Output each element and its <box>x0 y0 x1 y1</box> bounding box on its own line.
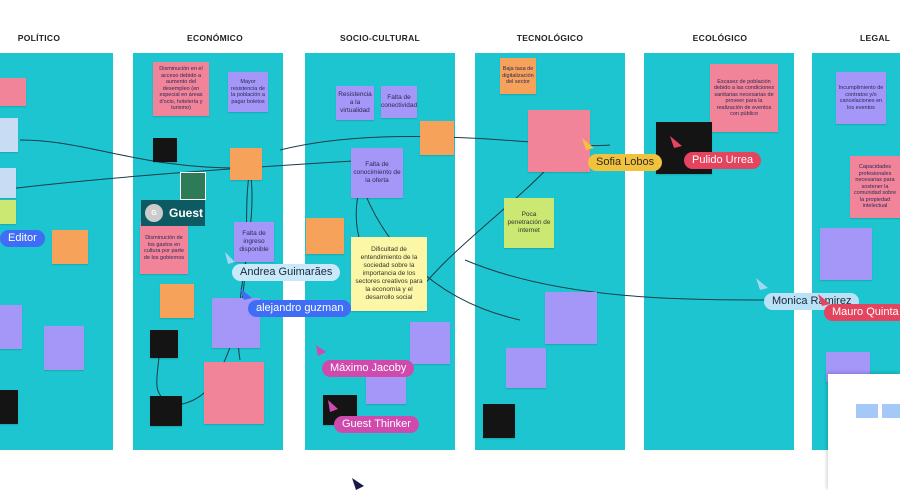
cursor-arrow-icon <box>670 136 682 148</box>
own-cursor-icon <box>352 478 364 490</box>
cursor-arrow-icon <box>582 138 594 150</box>
sticky-note[interactable]: Falta de conocimiento de la oferta <box>351 148 403 198</box>
selection-box <box>180 172 206 200</box>
guest-cursor-box[interactable]: G Guest <box>141 200 205 226</box>
sticky-note[interactable] <box>0 78 26 106</box>
cursor-label-maximo: Máximo Jacoby <box>322 360 415 377</box>
sticky-note[interactable] <box>528 110 590 172</box>
sticky-note[interactable] <box>0 168 16 198</box>
minimap-block <box>856 404 878 418</box>
column-header-politico: POLÍTICO <box>17 33 61 43</box>
sticky-note[interactable] <box>0 118 18 152</box>
sticky-note[interactable]: Incumplimiento de contratos y/o cancelac… <box>836 72 886 124</box>
sticky-note[interactable]: Mayor resistencia de la población a paga… <box>228 72 268 112</box>
guest-avatar: G <box>145 204 163 222</box>
minimap-block <box>882 404 900 418</box>
column-header-ecologico: ECOLÓGICO <box>692 33 748 43</box>
sticky-note[interactable] <box>506 348 546 388</box>
sticky-note[interactable] <box>150 330 178 358</box>
cursor-arrow-icon <box>328 400 338 412</box>
sticky-note[interactable] <box>483 404 515 438</box>
cursor-label-guest-thinker: Guest Thinker <box>334 416 419 433</box>
sticky-note[interactable] <box>230 148 262 180</box>
cursor-arrow-icon <box>316 345 326 356</box>
sticky-note[interactable]: Capacidades profesionales necesarias par… <box>850 156 900 218</box>
column-header-legal: LEGAL <box>860 33 891 43</box>
sticky-note[interactable] <box>366 374 406 404</box>
sticky-note[interactable] <box>44 326 84 370</box>
sticky-note[interactable] <box>0 305 22 349</box>
cursor-arrow-icon <box>225 252 235 264</box>
sticky-note[interactable]: Disminución de los gastos en cultura por… <box>140 222 188 274</box>
sticky-note[interactable] <box>0 390 18 424</box>
sticky-note[interactable] <box>150 396 182 426</box>
cursor-label-editor: Editor <box>0 230 45 247</box>
column-header-sociocultural: SOCIO-CULTURAL <box>339 33 421 43</box>
cursor-arrow-icon <box>818 294 830 306</box>
cursor-arrow-icon <box>756 278 768 290</box>
sticky-note[interactable] <box>204 362 264 424</box>
sticky-note[interactable] <box>52 230 88 264</box>
column-header-tecnologico: TECNOLÓGICO <box>516 33 584 43</box>
sticky-note[interactable]: Poca penetración de internet <box>504 198 554 248</box>
cursor-label-alejandro: alejandro guzman <box>248 300 352 317</box>
cursor-label-sofia: Sofia Lobos <box>588 154 663 171</box>
cursor-label-mauro: Mauro Quinta <box>824 304 900 321</box>
sticky-note[interactable]: Escasez de población debido a las condic… <box>710 64 778 132</box>
cursor-arrow-icon <box>240 288 252 300</box>
sticky-note[interactable] <box>410 322 450 364</box>
sticky-note[interactable] <box>0 200 16 224</box>
sticky-note[interactable] <box>160 284 194 318</box>
sticky-note[interactable]: Dificultad de entendimiento de la socied… <box>351 237 427 311</box>
sticky-note[interactable] <box>153 138 177 162</box>
sticky-note[interactable]: Resistencia a la virtualidad <box>336 86 374 120</box>
sticky-note[interactable]: Falta de ingreso disponible <box>234 222 274 262</box>
sticky-note[interactable]: Baja tasa de digitalización del sector <box>500 58 536 94</box>
sticky-note[interactable] <box>306 218 344 254</box>
sticky-note[interactable] <box>420 121 454 155</box>
cursor-label-andrea: Andrea Guimarães <box>232 264 341 281</box>
sticky-note[interactable] <box>820 228 872 280</box>
sticky-note[interactable]: Disminución en el acceso debido a aument… <box>153 62 209 116</box>
guest-label: Guest <box>169 206 204 220</box>
sticky-note[interactable]: Falta de conectividad <box>381 86 417 118</box>
column-header-economico: ECONÓMICO <box>186 33 244 43</box>
minimap-panel[interactable] <box>828 374 900 490</box>
cursor-label-pulido: Pulido Urrea <box>684 152 762 169</box>
sticky-note[interactable] <box>545 292 597 344</box>
